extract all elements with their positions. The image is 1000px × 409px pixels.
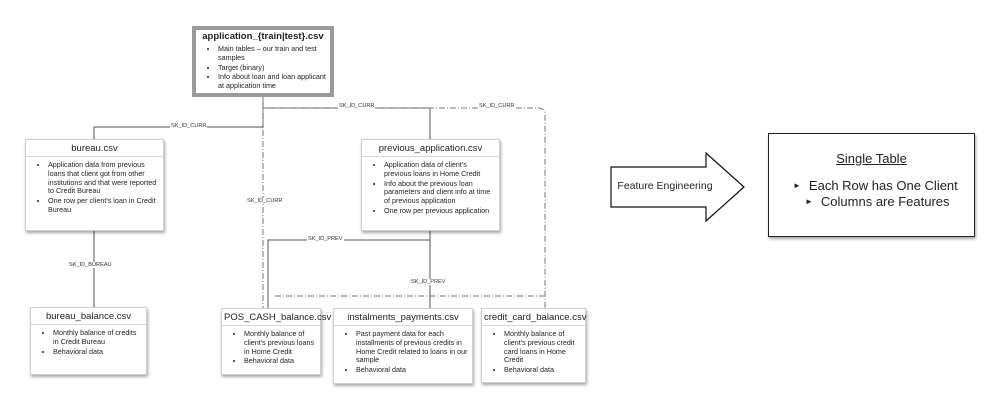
table-installments-payments: instalments_payments.csv Past payment da… — [333, 308, 473, 384]
single-table-title: Single Table — [836, 151, 907, 166]
table-title: instalments_payments.csv — [334, 309, 472, 326]
link-main-credit-card-dashed — [263, 107, 546, 308]
bullet: Application data of client's previous lo… — [384, 160, 495, 179]
bullet: Behavioral data — [356, 365, 468, 375]
table-bullets: Monthly balance of client's previous cre… — [482, 329, 585, 375]
label-sk-id-curr-pos: SK_ID_CURR — [246, 198, 284, 204]
table-title: bureau.csv — [26, 140, 163, 157]
triangle-bullet-icon: ► — [805, 197, 813, 206]
label-sk-id-bureau: SK_ID_BUREAU — [68, 262, 113, 268]
table-title: application_{train|test}.csv — [202, 31, 324, 42]
label-sk-id-curr-credit-card: SK_ID_CURR — [478, 103, 516, 109]
bullet: Behavioral data — [504, 365, 581, 375]
table-bureau: bureau.csv Application data from previou… — [25, 139, 164, 231]
feature-engineering-arrow — [610, 151, 745, 223]
bullet: Monthly balance of client's previous cre… — [504, 329, 581, 365]
label-sk-id-curr-prev: SK_ID_CURR — [338, 103, 376, 109]
bullet: Target (binary) — [218, 63, 326, 73]
summary-item: ► Columns are Features — [805, 194, 974, 210]
label-sk-id-prev-installments: SK_ID_PREV — [410, 279, 447, 285]
bullet: Info about the previous loan parameters … — [384, 179, 495, 206]
table-title: bureau_balance.csv — [31, 308, 146, 325]
single-table-box: Single Table ► Each Row has One Client ► C… — [768, 133, 975, 237]
bullet: Info about loan and loan applicant at ap… — [218, 73, 326, 91]
bullet: Monthly balance of credits in Credit Bur… — [53, 328, 142, 347]
table-application: application_{train|test}.csv Main tables… — [192, 26, 334, 97]
link-main-previous — [262, 107, 431, 139]
link-previous-pos — [267, 239, 430, 308]
table-bureau-balance: bureau_balance.csv Monthly balance of cr… — [30, 307, 147, 375]
bullet: Behavioral data — [53, 347, 142, 357]
table-title: credit_card_balance.csv — [482, 309, 586, 326]
bullet: Past payment data for each installments … — [356, 329, 468, 365]
table-bullets: Application data of client's previous lo… — [362, 160, 499, 216]
bullet: One row per client's loan in Credit Bure… — [48, 196, 159, 215]
bullet: Monthly balance of client's previous loa… — [244, 329, 316, 356]
bullet: One row per previous application — [384, 206, 495, 216]
table-title: previous_application.csv — [362, 140, 499, 157]
table-bullets: Main tables – our train and test samples… — [196, 44, 330, 91]
summary-item-text: Columns are Features — [820, 194, 950, 209]
table-bullets: Application data from previous loans tha… — [26, 160, 163, 215]
table-bullets: Monthly balance of client's previous loa… — [222, 329, 320, 366]
triangle-bullet-icon: ► — [793, 181, 801, 190]
label-sk-id-prev-pos: SK_ID_PREV — [307, 236, 344, 242]
bullet: Behavioral data — [244, 357, 316, 366]
table-title: POS_CASH_balance.csv — [222, 309, 331, 326]
feature-engineering-label: Feature Engineering — [617, 180, 713, 192]
table-bullets: Monthly balance of credits in Credit Bur… — [31, 328, 146, 357]
bullet: Main tables – our train and test samples — [218, 44, 326, 63]
table-credit-card-balance: credit_card_balance.csv Monthly balance … — [481, 308, 586, 383]
table-pos-cash-balance: POS_CASH_balance.csv Monthly balance of … — [221, 308, 331, 375]
label-sk-id-curr-bureau: SK_ID_CURR — [170, 123, 208, 129]
bullet: Application data from previous loans tha… — [48, 160, 159, 196]
table-bullets: Past payment data for each installments … — [334, 329, 472, 375]
table-previous-application: previous_application.csv Application dat… — [361, 139, 500, 231]
link-main-bureau — [93, 97, 264, 139]
summary-item: ► Each Row has One Client — [793, 178, 974, 194]
summary-item-text: Each Row has One Client — [808, 178, 958, 193]
